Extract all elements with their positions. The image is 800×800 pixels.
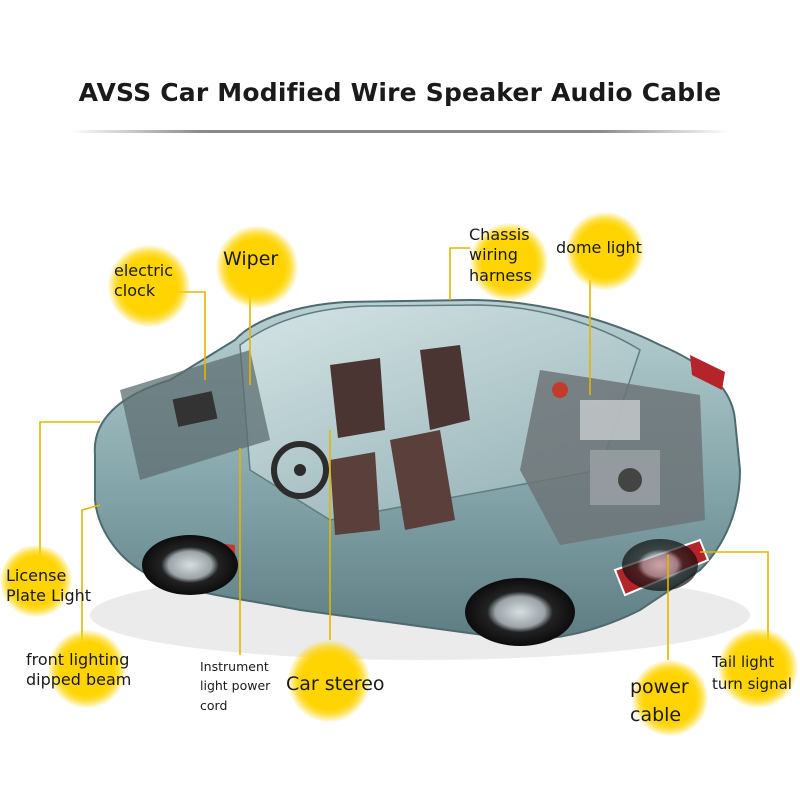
seat-front-left-2 [330,358,385,438]
callout-bubble-dome-light [566,212,644,290]
callout-bubble-tail-light [718,628,798,708]
label-license-plate-light: License Plate Light [6,566,92,606]
rear-wheel [465,578,575,646]
front-wheel [142,535,238,595]
seat-rear [420,345,470,430]
label-electric-clock: electric clock [114,261,174,301]
label-power-cable: power cable [630,676,689,726]
label-dome-light: dome light [556,238,642,257]
line-chassis [449,247,470,300]
label-front-lighting: front lighting dipped beam [26,650,132,690]
rear-wheel-far [622,539,698,591]
label-wiper: Wiper [223,248,279,270]
callout-bubble-front-lighting [48,630,126,708]
leader-lines [39,247,769,660]
callout-bubble-license-plate [0,545,72,617]
steering-wheel [271,441,329,499]
label-chassis-wiring-harness: Chassis wiring harness [469,225,532,285]
line-front-lighting [81,504,101,640]
label-car-stereo: Car stereo [286,673,385,695]
rear-top-light [690,355,725,390]
label-instrument-light: Instrument light power cord [200,659,271,713]
page-title: AVSS Car Modified Wire Speaker Audio Cab… [78,78,722,107]
line-tail-light [700,551,769,648]
callout-bubble-electric-clock [108,245,190,327]
seat-front-left [330,452,380,535]
callout-bubble-chassis [470,223,548,301]
label-tail-light: Tail light turn signal [712,653,792,693]
line-license-plate [39,421,100,555]
seat-front-right [390,430,455,530]
front-battery [172,391,218,427]
callout-bubble-car-stereo [288,640,370,722]
callout-bubble-power-cable [632,660,708,736]
callout-bubble-wiper [216,226,298,308]
title-underline [70,130,730,133]
